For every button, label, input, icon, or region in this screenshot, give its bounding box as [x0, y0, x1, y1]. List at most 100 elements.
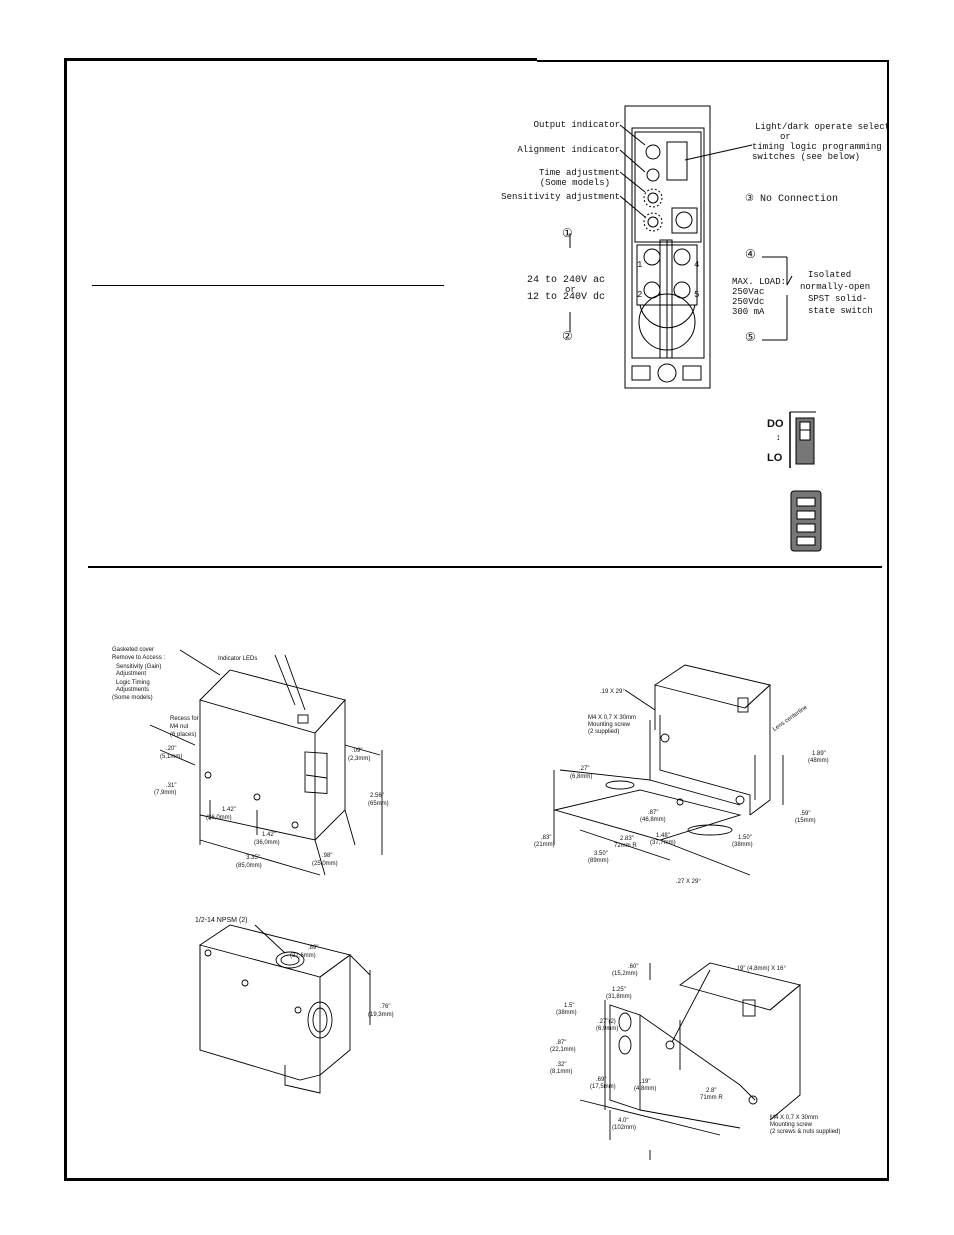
- fig3-d8a: 1.50": [738, 835, 752, 841]
- terminal-block-4: 4: [694, 260, 700, 270]
- fig1-d2a: .31": [166, 783, 177, 789]
- fig4-d4a: .27"(2): [598, 1019, 616, 1025]
- page-frame-right: [887, 60, 889, 1181]
- max-load-1: MAX. LOAD:: [732, 277, 787, 287]
- fig3-d9a: 3.50": [594, 851, 608, 857]
- label-alignment-indicator: Alignment indicator: [517, 145, 620, 155]
- max-load-3: 250Vdc: [732, 297, 765, 307]
- fig3-d6a: 2.83": [620, 836, 634, 842]
- label-no-connection: ③ No Connection: [745, 194, 838, 205]
- fig4-d2a: 1.25": [612, 987, 626, 993]
- dip-switch-bank: [790, 490, 822, 552]
- switch-desc-2: normally-open: [800, 282, 871, 292]
- fig4-d10a: 4.0": [618, 1118, 629, 1124]
- label-switch-select-4: switches (see below): [752, 152, 861, 162]
- fig3-d1b: (6,8mm): [570, 774, 593, 780]
- fig1-d7a: 3.35": [246, 855, 260, 861]
- fig3-d3a: 1.89": [812, 751, 826, 757]
- fig1-d8b: (25,0mm): [312, 861, 338, 867]
- label-time-adjustment-note: (Some models): [539, 178, 610, 188]
- fig1-recess-3: (6 places): [170, 732, 197, 738]
- dip-arrow: ↕: [776, 432, 781, 442]
- fig1-d2b: (7,9mm): [154, 790, 177, 796]
- fig1-recess-1: Recess for: [170, 716, 199, 722]
- fig2-d2a: .76": [380, 1004, 391, 1010]
- fig1-d6a: 1.42": [262, 832, 276, 838]
- fig4-screw-3: (2 screws & nuts supplied): [770, 1129, 841, 1135]
- fig4-d4b: (6,9mm): [596, 1026, 619, 1032]
- fig4-d7b: (17,5mm): [590, 1084, 616, 1090]
- fig1-cover-4: Adjustment: [116, 671, 147, 677]
- wiring-diagram: [569, 105, 793, 389]
- page-frame-top-right: [537, 60, 889, 62]
- fig4-d8a: .19": [640, 1079, 651, 1085]
- section-divider: [88, 566, 882, 568]
- fig1-d4b: (65mm): [368, 801, 389, 807]
- fig4-d1b: (15,2mm): [612, 971, 638, 977]
- fig4-d9a: 2.8": [706, 1088, 717, 1094]
- terminal-4-label: ④: [745, 248, 756, 262]
- fig3-d5b: (21mm): [534, 842, 555, 848]
- supply-line-1: 24 to 240V ac: [527, 275, 606, 286]
- fig1-cover-1: Gasketed cover: [112, 647, 155, 653]
- fig1-d3b: (2,3mm): [348, 756, 371, 762]
- fig2-d1b: (22,6mm): [290, 953, 316, 959]
- fig1-cover-3: Sensitivity (Gain): [116, 664, 162, 670]
- fig1-cover-2: Remove to Access :: [112, 655, 166, 661]
- fig4-d6a: .32": [556, 1062, 567, 1068]
- fig1-d4a: 2.56": [370, 793, 384, 799]
- fig3-screw-2: Mounting screw: [588, 722, 631, 728]
- right-angle-bracket-drawing: [553, 664, 784, 876]
- supply-line-2: or: [565, 285, 576, 295]
- flat-bracket-drawing: [579, 962, 801, 1160]
- fig1-d8a: .98": [322, 853, 333, 859]
- fig4-d6b: (8,1mm): [550, 1069, 573, 1075]
- dip-lo-label: LO: [767, 452, 783, 464]
- fig2-d2b: (19,3mm): [368, 1012, 394, 1018]
- dip-switch-single: [789, 411, 816, 468]
- fig3-d2b: (46,8mm): [640, 817, 666, 823]
- terminal-1-label: ①: [562, 227, 573, 241]
- fig1-d1b: (5,1mm): [160, 754, 183, 760]
- fig4-d8b: (4,8mm): [634, 1086, 657, 1092]
- terminal-2-label: ②: [562, 330, 573, 344]
- fig4-d5a: .87": [556, 1040, 567, 1046]
- fig3-screw-3: (2 supplied): [588, 729, 620, 735]
- supply-line-3: 12 to 240V dc: [527, 292, 606, 303]
- fig3-slot: .19 X 29°: [600, 689, 625, 695]
- fig1-d7b: (85,0mm): [236, 863, 262, 869]
- fig1-cover-5: Logic Timing: [116, 680, 150, 686]
- page-frame-bottom: [64, 1178, 889, 1181]
- fig1-cover-7: (Some models): [112, 695, 153, 701]
- sensor-dimension-drawing: [149, 649, 383, 876]
- max-load-2: 250Vac: [732, 287, 765, 297]
- fig3-d8b: (38mm): [732, 842, 753, 848]
- fig3-d7b: (37,7mm): [650, 840, 676, 846]
- fig4-d9b: 71mm R: [700, 1095, 723, 1101]
- page-frame-left: [64, 58, 67, 1181]
- fig4-d2b: (31,8mm): [606, 994, 632, 1000]
- fig3-d3b: (48mm): [808, 758, 829, 764]
- text-rule: [92, 285, 444, 286]
- fig1-d6b: (36,0mm): [254, 840, 280, 846]
- fig3-d1a: .27": [579, 766, 590, 772]
- label-switch-select-1: Light/dark operate select: [755, 122, 891, 132]
- label-switch-select-2: or: [780, 132, 791, 142]
- switch-desc-3: SPST solid-: [808, 294, 868, 304]
- label-sensitivity-adjustment: Sensitivity adjustment: [501, 192, 620, 202]
- page-frame-top: [64, 58, 537, 61]
- fig3-screw-1: M4 X 0,7 X 30mm: [588, 715, 637, 721]
- fig1-recess-2: M4 nut: [170, 724, 189, 730]
- conduit-port-drawing: [198, 924, 371, 1094]
- terminal-block-2: 2: [637, 290, 643, 300]
- label-output-indicator: Output indicator: [533, 120, 620, 130]
- fig1-d5a: 1.42": [222, 807, 236, 813]
- fig3-d10: .27 X 29°: [676, 879, 701, 885]
- fig3-d7a: 1.48": [656, 833, 670, 839]
- dip-do-label: DO: [767, 418, 784, 430]
- fig4-d10b: (102mm): [612, 1125, 637, 1131]
- fig4-d5b: (22,1mm): [550, 1047, 576, 1053]
- terminal-block-1: 1: [637, 260, 643, 270]
- max-load-4: 300 mA: [732, 307, 765, 317]
- fig2-npsm: 1/2-14 NPSM (2): [195, 917, 248, 924]
